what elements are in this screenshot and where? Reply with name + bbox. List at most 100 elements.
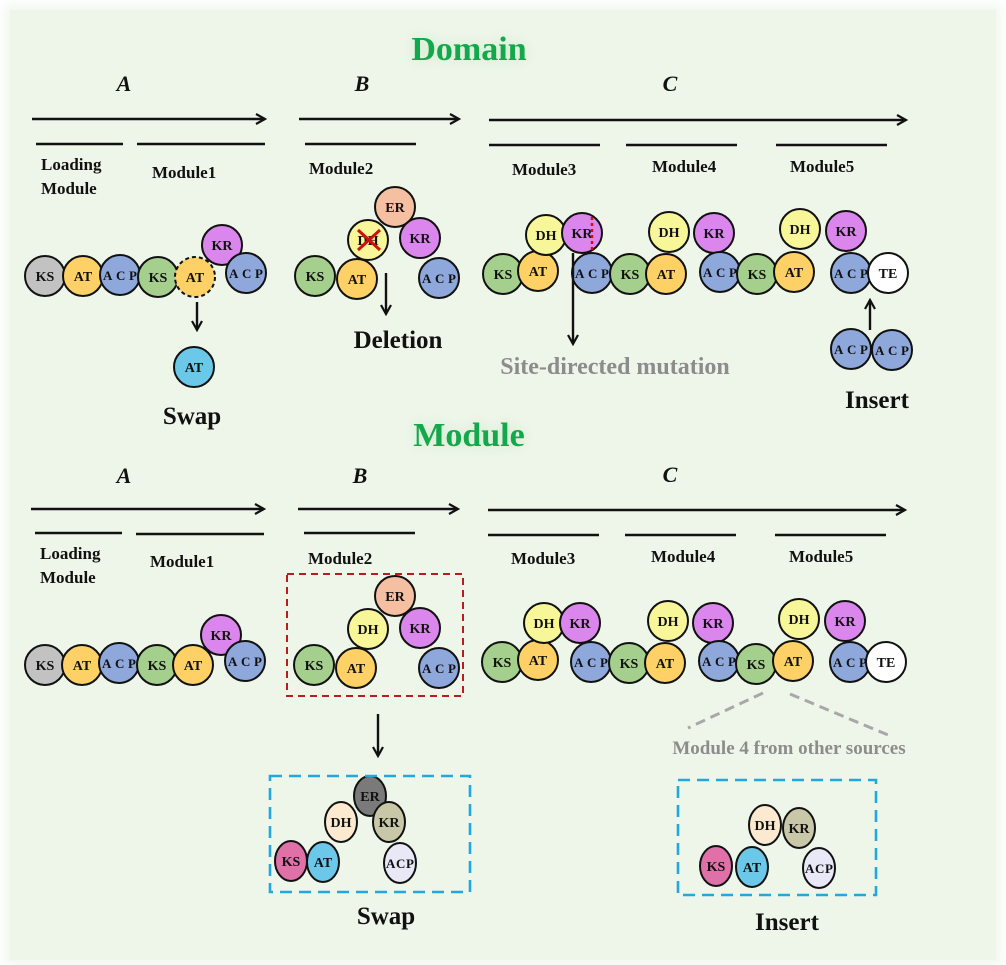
loading-module-label-2: Module xyxy=(41,179,97,198)
domain-circle xyxy=(648,211,690,253)
m-loading-at-domain: AT xyxy=(61,644,103,686)
domain-circle xyxy=(802,847,836,889)
segment-letter-a: A xyxy=(115,71,132,96)
domain-label: AT xyxy=(785,266,804,281)
domain-label: KS xyxy=(748,268,767,283)
domain-label: KR xyxy=(379,816,401,831)
module-label-4: Module4 xyxy=(652,157,717,176)
domain-circle xyxy=(830,328,872,370)
module3-acp-domain: ACP xyxy=(571,252,613,294)
domain-label: ACP xyxy=(575,266,609,281)
module-segment-letter-b: B xyxy=(352,463,368,488)
m-loading-acp-domain: ACP xyxy=(98,642,140,684)
domain-circle xyxy=(374,575,416,617)
domain-label: KR xyxy=(211,629,233,644)
module1-kr-domain: KR xyxy=(201,224,243,266)
domain-circle xyxy=(772,640,814,682)
domain-label: KR xyxy=(410,622,432,637)
m-module4-at-domain: AT xyxy=(644,642,686,684)
m-module2-ks-domain: KS xyxy=(293,644,335,686)
domain-circle xyxy=(399,217,441,259)
module-loading-label-1: Loading xyxy=(40,544,101,563)
m-te-domain: TE xyxy=(865,641,907,683)
segment-letter-c: C xyxy=(663,71,678,96)
swap-label: Swap xyxy=(163,403,221,430)
module-insert-label: Insert xyxy=(755,909,820,936)
m-module3-kr-domain: KR xyxy=(559,602,601,644)
domain-label: DH xyxy=(789,613,810,628)
domain-label: ACP xyxy=(834,266,868,281)
insert-acp-domain: ACP xyxy=(802,847,836,889)
m-module5-acp-domain: ACP xyxy=(829,641,871,683)
m-module1-at-domain: AT xyxy=(172,644,214,686)
domain-label: KS xyxy=(282,855,301,870)
domain-circle xyxy=(418,647,460,689)
domain-label: ER xyxy=(385,590,405,605)
domain-label: ACP xyxy=(703,265,737,280)
module-segment-letter-c: C xyxy=(663,462,678,487)
m-module1-kr-domain: KR xyxy=(200,614,242,656)
insert-at-domain: AT xyxy=(735,846,769,888)
domain-label: KS xyxy=(494,268,513,283)
module1-acp-domain: ACP xyxy=(225,252,267,294)
domain-label: AT xyxy=(73,659,92,674)
domain-circle xyxy=(293,644,335,686)
domain-label: ACP xyxy=(422,271,456,286)
m-module4-kr-domain: KR xyxy=(692,602,734,644)
module-label-3: Module3 xyxy=(512,160,576,179)
m-module4-acp-domain: ACP xyxy=(698,640,740,682)
m-loading-ks-domain: KS xyxy=(24,644,66,686)
domain-label: KS xyxy=(620,657,639,672)
domain-panel: Domain A B C Loading Module Module1 Modu… xyxy=(24,31,913,430)
domain-label: ER xyxy=(360,790,380,805)
domain-label: AT xyxy=(784,655,803,670)
diagram-canvas: Domain A B C Loading Module Module1 Modu… xyxy=(10,10,996,960)
module4-at-domain: AT xyxy=(645,253,687,295)
domain-circle xyxy=(867,252,909,294)
module3-ks-domain: KS xyxy=(482,253,524,295)
domain-circle xyxy=(399,607,441,649)
swap-at-domain-foreign: AT xyxy=(306,841,340,883)
module4-acp-domain: ACP xyxy=(699,251,741,293)
domain-label: DH xyxy=(755,819,776,834)
domain-label: KR xyxy=(835,615,857,630)
insert-dh-domain: DH xyxy=(748,804,782,846)
module4-dh-domain: DH xyxy=(648,211,690,253)
domain-circle xyxy=(735,846,769,888)
module5-at-domain: AT xyxy=(773,251,815,293)
domain-circle xyxy=(645,253,687,295)
module-title: Module xyxy=(413,417,524,454)
domain-circle xyxy=(372,801,406,843)
domain-circle xyxy=(374,186,416,228)
module2-er-domain: ER xyxy=(374,186,416,228)
domain-label: KR xyxy=(789,822,811,837)
domain-circle xyxy=(383,842,417,884)
insert-module-box xyxy=(676,778,878,897)
m-module5-dh-domain: DH xyxy=(778,598,820,640)
module3-at-domain: AT xyxy=(517,250,559,292)
domain-label: KS xyxy=(493,656,512,671)
domain-label: AT xyxy=(186,271,205,286)
domain-label: KR xyxy=(836,225,858,240)
swap-ks-domain: KS xyxy=(274,840,308,882)
domain-circle xyxy=(647,600,689,642)
domain-label: KR xyxy=(572,227,594,242)
module-label-1: Module1 xyxy=(152,163,216,182)
domain-label: TE xyxy=(877,656,896,671)
domain-label: ACP xyxy=(229,266,263,281)
domain-circle xyxy=(347,608,389,650)
domain-label: KR xyxy=(410,232,432,247)
foreign-module-guide-left xyxy=(687,691,764,730)
domain-circle xyxy=(174,256,216,298)
deletion-cross-mark xyxy=(356,228,382,252)
domain-label: AT xyxy=(657,268,676,283)
m-module1-ks-domain: KS xyxy=(136,644,178,686)
module2-ks-domain: KS xyxy=(294,255,336,297)
m-module2-at-domain: AT xyxy=(335,647,377,689)
domain-label: DH xyxy=(331,816,352,831)
domain-label: KS xyxy=(747,658,766,673)
insert-kr-domain: KR xyxy=(782,807,816,849)
insert-ks-domain: KS xyxy=(699,845,733,887)
m-module2-dh-domain: DH xyxy=(347,608,389,650)
domain-label: AT xyxy=(743,861,762,876)
